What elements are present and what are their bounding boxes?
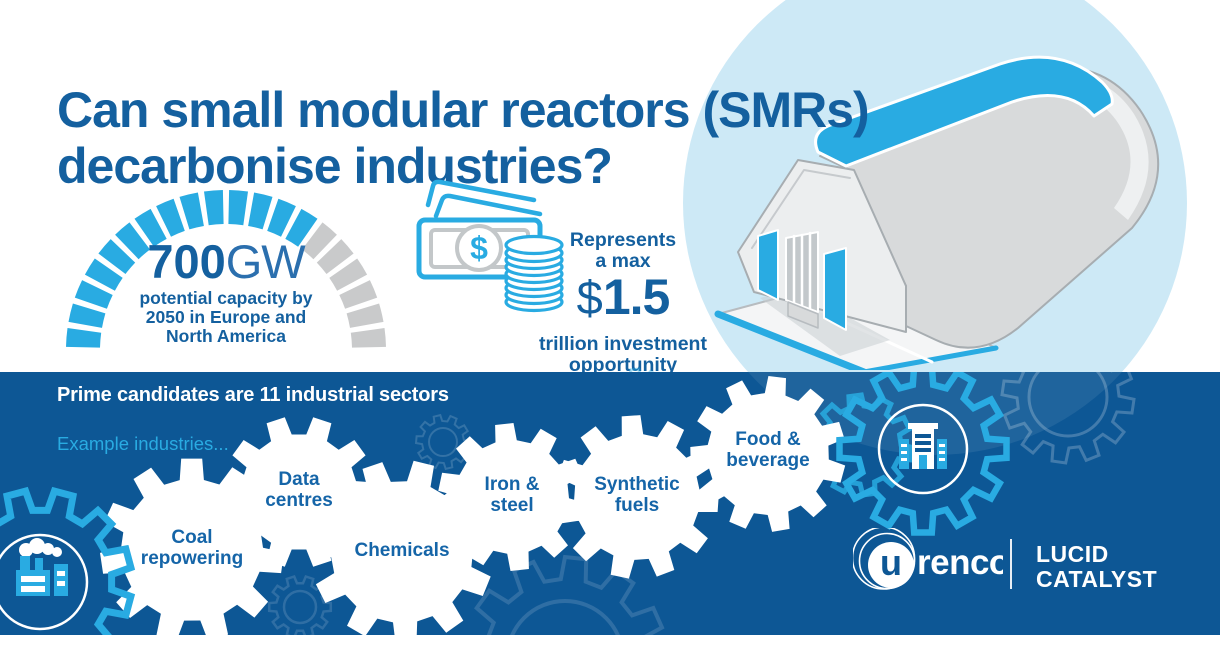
gauge-segment [228, 190, 248, 226]
sector-label-food-beverage: Food &beverage [726, 429, 810, 471]
investment-intro-line-2: a max [595, 250, 651, 272]
gear-icon [0, 486, 136, 635]
gauge-segment [302, 222, 337, 260]
capacity-caption-line: North America [166, 326, 286, 346]
title-line-2: decarbonise industries? [57, 137, 613, 194]
reactor-door [823, 247, 847, 331]
band-subheadline: Example industries... [57, 433, 229, 454]
office-building-badge [836, 372, 1010, 536]
sector-gear-synthetic-fuels [555, 415, 719, 579]
gauge-segment [248, 192, 273, 230]
smr-building-illustration [714, 55, 1160, 370]
sector-gear-coal [100, 458, 284, 635]
reactor-door [757, 229, 779, 301]
lucid-catalyst-logo: LUCID CATALYST [1036, 542, 1157, 591]
gauge-segment [156, 198, 185, 237]
urenco-logo: u renco [853, 528, 1003, 590]
gauge-segment [84, 258, 123, 291]
reactor-roof-stripe [814, 55, 1114, 168]
investment-stat: Represents a max $1.5 trillion investmen… [528, 229, 718, 373]
factory-icon [16, 538, 68, 596]
sector-label-iron-steel: Iron &steel [484, 474, 540, 516]
investment-caption-line-2: opportunity [568, 354, 678, 373]
capacity-caption: potential capacity by 2050 in Europe and… [61, 289, 391, 346]
capacity-caption-line: 2050 in Europe and [145, 307, 307, 327]
gauge-segment [329, 258, 368, 291]
gauge-segment [346, 303, 384, 328]
gauge-segment [98, 239, 136, 274]
lucid-line-2: CATALYST [1036, 565, 1158, 592]
capacity-caption-line: potential capacity by [139, 288, 313, 308]
band-headline: Prime candidates are 11 industrial secto… [57, 384, 449, 406]
amount-number: 1.5 [602, 269, 671, 325]
sector-gear-chemicals [310, 460, 494, 635]
gauge-segment [316, 239, 354, 274]
logo-divider [1010, 539, 1012, 589]
dollar-sign-icon: $ [470, 230, 488, 266]
urenco-logo-text: renco [917, 543, 1003, 582]
top-section: Can small modular reactors (SMRs) decarb… [57, 0, 1187, 373]
gauge-segment [267, 198, 296, 237]
capacity-value: 700GW [61, 234, 391, 289]
gauge-segment [66, 328, 102, 348]
gauge-segment [115, 222, 150, 260]
capacity-unit: GW [225, 235, 306, 288]
gauge-segment [285, 208, 318, 247]
urenco-logo-initial: u [880, 542, 902, 583]
investment-amount: $1.5 [528, 271, 718, 333]
sector-label-chemicals: Chemicals [354, 540, 450, 561]
gauge-segment [350, 328, 386, 348]
reactor-front-face [737, 159, 907, 333]
gauge-segment [68, 303, 106, 328]
capacity-gauge-arc [66, 190, 386, 348]
factory-badge [0, 486, 136, 635]
page-title: Can small modular reactors (SMRs) decarb… [57, 82, 997, 194]
office-building-icon [899, 423, 947, 469]
investment-caption-line-1: trillion investment [539, 333, 707, 355]
gauge-segment [204, 190, 224, 226]
sector-gear-food-beverage [690, 376, 846, 532]
gear-icon [836, 372, 1010, 536]
sector-gear-iron-steel [438, 423, 586, 571]
lucid-line-1: LUCID [1036, 541, 1109, 567]
coin-stack-icon [504, 234, 564, 313]
gauge-segment [134, 208, 167, 247]
bottom-white-strip [0, 635, 1220, 647]
gauge-segment [179, 192, 204, 230]
title-line-1: Can small modular reactors (SMRs) [57, 81, 870, 138]
investment-intro-line-1: Represents [569, 229, 677, 251]
gauge-segment [339, 280, 378, 309]
gauge-segment [74, 280, 113, 309]
capacity-number: 700 [147, 235, 226, 288]
currency-symbol: $ [576, 271, 603, 324]
